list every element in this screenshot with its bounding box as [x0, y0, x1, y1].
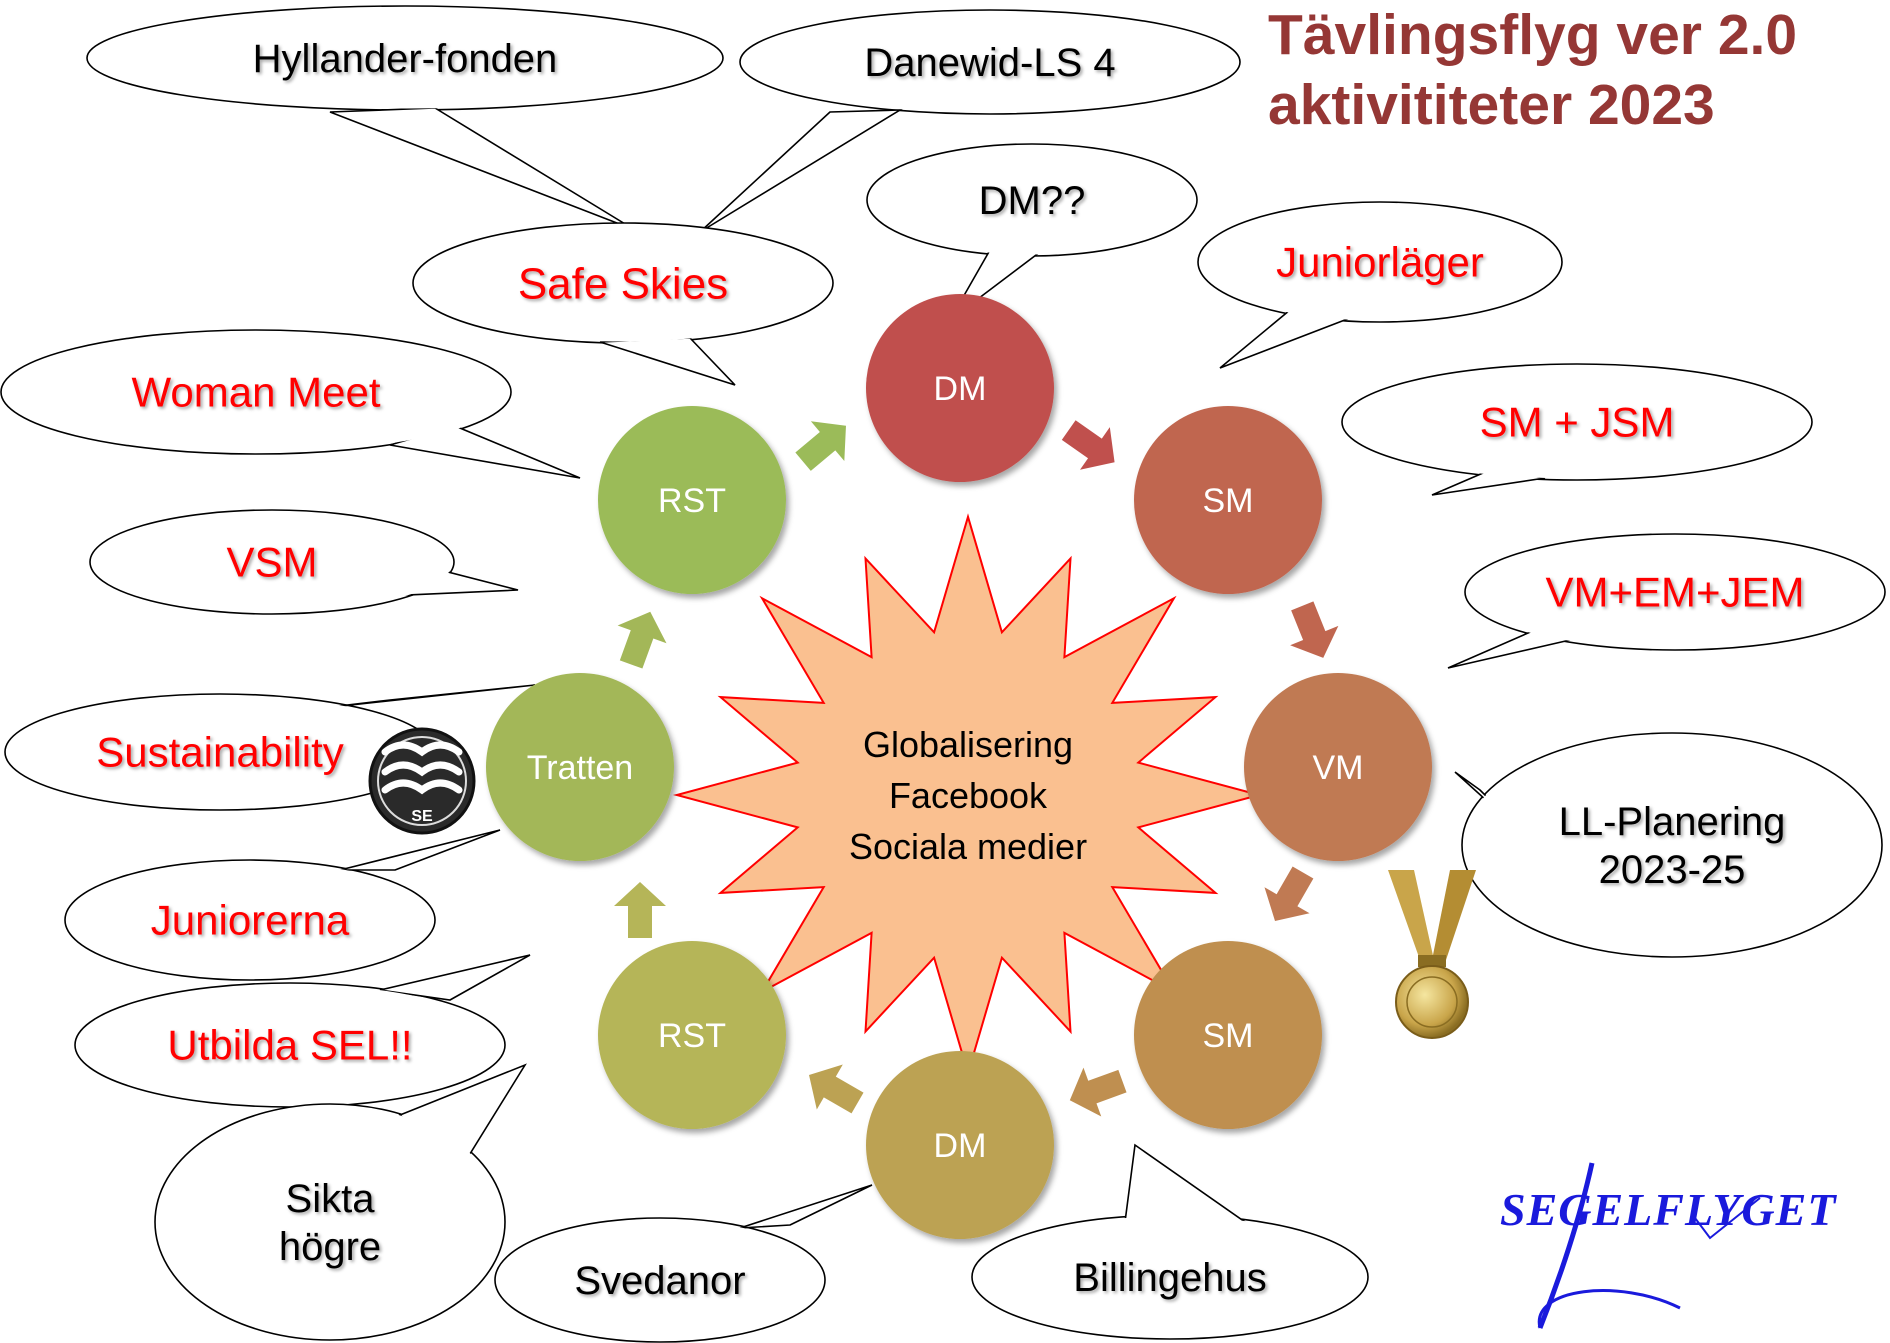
callout-text-hyllander: Hyllander-fonden — [253, 37, 558, 81]
callout-text-woman-meet: Woman Meet — [132, 369, 381, 416]
callout-hyllander: Hyllander-fonden — [86, 5, 724, 231]
logo-text: SEGELFLYGET — [1500, 1184, 1837, 1235]
callout-vm-em-jem: VM+EM+JEM — [1447, 533, 1886, 669]
cycle-node-label: DM — [934, 1127, 987, 1165]
cycle-arrow-icon — [614, 882, 666, 938]
callout-text-billingehus: Billingehus — [1073, 1256, 1266, 1300]
callout-utbilda-sel: Utbilda SEL!! — [74, 954, 531, 1108]
title-line-2: aktivititeter 2023 — [1268, 73, 1715, 137]
callout-text-sikta-hogre: Sikta — [286, 1177, 376, 1221]
cycle-arrow-icon — [795, 421, 846, 471]
cycle-node-sm-lower: SM — [1134, 941, 1322, 1129]
cycle-node-label: Tratten — [527, 749, 633, 787]
cycle-arrow-icon — [617, 611, 667, 669]
callout-juniorerna: Juniorerna — [64, 829, 501, 981]
cycle-arrow-icon — [1069, 1067, 1127, 1117]
cycle-node-label: VM — [1313, 749, 1364, 787]
cycle-node-sm-upper: SM — [1134, 406, 1322, 594]
center-star-text: Globalisering — [863, 724, 1073, 765]
callout-text-sikta-hogre: högre — [279, 1225, 381, 1269]
title-line-1: Tävlingsflyg ver 2.0 — [1268, 3, 1798, 67]
callout-text-utbilda-sel: Utbilda SEL!! — [167, 1022, 412, 1069]
cycle-node-rst-lower: RST — [598, 941, 786, 1129]
callout-text-vsm: VSM — [226, 539, 317, 586]
callout-billingehus: Billingehus — [971, 1143, 1369, 1340]
center-star-text: Sociala medier — [849, 826, 1087, 867]
cycle-node-tratten: Tratten — [486, 673, 674, 861]
callout-text-sustainability: Sustainability — [96, 729, 343, 776]
cycle-arrow-icon — [1264, 866, 1314, 921]
logo-swoosh-icon — [1537, 1162, 1761, 1329]
callout-sm-jsm: SM + JSM — [1341, 363, 1813, 496]
center-star-text: Facebook — [889, 775, 1048, 816]
callout-text-svedanor: Svedanor — [574, 1259, 745, 1303]
callout-dm-question: DM?? — [866, 143, 1198, 321]
callout-woman-meet: Woman Meet — [0, 329, 581, 479]
cycle-node-label: RST — [658, 482, 726, 520]
callout-text-ll-planering: 2023-25 — [1599, 848, 1746, 892]
cycle-node-dm-top: DM — [866, 294, 1054, 482]
callout-text-sm-jsm: SM + JSM — [1480, 399, 1675, 446]
cycle-node-label: SM — [1203, 482, 1254, 520]
se-badge-label: SE — [411, 808, 433, 825]
se-badge-icon: SE — [368, 727, 476, 835]
cycle-node-label: DM — [934, 370, 987, 408]
medal-icon — [1388, 870, 1476, 1039]
cycle-arrow-icon — [1061, 420, 1115, 470]
callout-juniorlager: Juniorläger — [1197, 201, 1563, 369]
callout-text-ll-planering: LL-Planering — [1559, 800, 1786, 844]
cycle-arrow-icon — [809, 1064, 864, 1114]
cycle-arrow-icon — [1290, 601, 1339, 658]
callout-svedanor: Svedanor — [494, 1184, 873, 1343]
callout-safe-skies: Safe Skies — [412, 222, 834, 386]
callout-text-juniorerna: Juniorerna — [151, 897, 350, 944]
callout-text-danewid: Danewid-LS 4 — [864, 41, 1115, 85]
cycle-node-vm: VM — [1244, 673, 1432, 861]
cycle-node-label: RST — [658, 1017, 726, 1055]
callout-text-vm-em-jem: VM+EM+JEM — [1545, 569, 1804, 616]
cycle-node-dm-bottom: DM — [866, 1051, 1054, 1239]
callout-text-dm-question: DM?? — [979, 179, 1086, 223]
callout-text-juniorlager: Juniorläger — [1276, 239, 1484, 286]
cycle-node-label: SM — [1203, 1017, 1254, 1055]
cycle-node-rst-upper: RST — [598, 406, 786, 594]
callout-sustainability: Sustainability — [4, 684, 536, 811]
segelflyget-logo: SEGELFLYGET — [1500, 1158, 1880, 1338]
callout-text-safe-skies: Safe Skies — [518, 259, 728, 308]
callout-vsm: VSM — [89, 509, 519, 615]
callout-danewid: Danewid-LS 4 — [699, 9, 1241, 233]
